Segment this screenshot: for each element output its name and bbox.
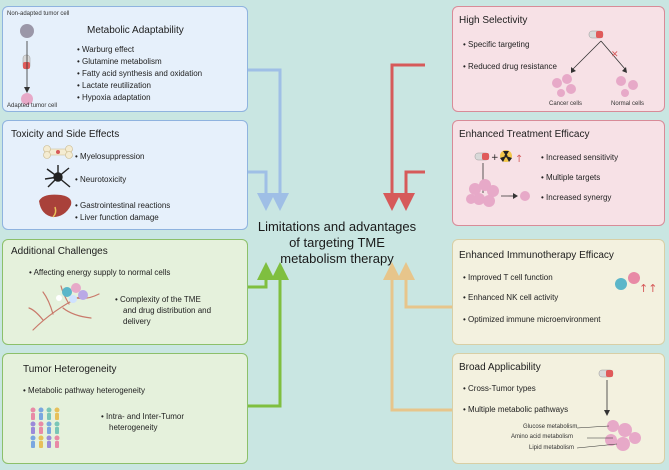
broad-item-2: Multiple metabolic pathways: [463, 405, 568, 415]
cancer-cells-icon: [552, 74, 576, 97]
people-illustration: [30, 407, 60, 448]
t-cell-icon: [615, 278, 627, 290]
tme-cell-2: [71, 283, 81, 293]
tme-cell-3: [78, 290, 88, 300]
adaptation-illustration: [20, 24, 34, 105]
immuno-item-2: Enhanced NK cell activity: [463, 293, 558, 303]
treatment-efficacy-box: Enhanced Treatment Efficacy + ↑ Increase…: [452, 120, 665, 226]
drug-capsule-icon: [474, 152, 490, 161]
tme-cell-1: [62, 287, 72, 297]
efficacy-item-2: Multiple targets: [541, 173, 600, 183]
non-adapted-label: Non-adapted tumor cell: [7, 11, 70, 17]
glucose-metabolism-label: Glucose metabolism: [523, 424, 578, 430]
selectivity-item-2: Reduced drug resistance: [463, 62, 557, 72]
center-title: Limitations and advantages of targeting …: [232, 219, 442, 267]
metabolic-item-4: Lactate reutilization: [77, 81, 151, 91]
immune-cells-illustration: ↑↑: [615, 272, 657, 295]
up-arrow-icon: ↑: [515, 154, 523, 165]
drug-capsule-icon: [598, 369, 614, 378]
adapted-label: Adapted tumor cell: [7, 103, 58, 109]
heterogeneity-item-1: Metabolic pathway heterogeneity: [23, 386, 145, 396]
amino-acid-metabolism-label: Amino acid metabolism: [511, 434, 574, 440]
toxicity-item-2: Neurotoxicity: [75, 175, 126, 185]
center-title-line-2: of targeting TME: [289, 235, 385, 250]
additional-item-2-cont2: delivery: [123, 317, 151, 326]
arrow-immuno: [397, 262, 452, 309]
center-title-line-3: metabolism therapy: [280, 251, 394, 266]
tumor-mass-icon: [466, 179, 499, 207]
heterogeneity-title: Tumor Heterogeneity: [23, 364, 117, 375]
additional-challenges-box: Additional Challenges Affecting energy s…: [2, 239, 248, 345]
tumor-cells-icon: [605, 420, 641, 451]
heterogeneity-item-2: Intra- and Inter-Tumor: [101, 412, 184, 422]
broad-item-1: Cross-Tumor types: [463, 384, 536, 394]
high-selectivity-box: High Selectivity Specific targeting Redu…: [452, 6, 665, 112]
arrow-heterogeneity: [248, 262, 289, 408]
normal-cells-label: Normal cells: [611, 101, 645, 107]
metabolic-item-5: Hypoxia adaptation: [77, 93, 151, 103]
selectivity-title: High Selectivity: [459, 15, 528, 26]
metabolic-adaptability-box: Non-adapted tumor cell Adapted tumor cel…: [2, 6, 248, 112]
shrunk-tumor-icon: [520, 191, 530, 201]
increase-arrows-icon: ↑↑: [639, 282, 657, 295]
lipid-metabolism-label: Lipid metabolism: [529, 445, 575, 451]
arrow-broad: [383, 262, 452, 412]
block-mark: ✕: [611, 50, 619, 60]
normal-cells-icon: [616, 76, 638, 97]
broad-applicability-box: Broad Applicability Cross-Tumor types Mu…: [452, 353, 665, 464]
heterogeneity-item-2-cont: heterogeneity: [109, 423, 158, 432]
toxicity-item-4: Liver function damage: [75, 213, 159, 223]
tme-cell-4: [69, 295, 77, 303]
immuno-item-1: Improved T cell function: [463, 273, 553, 283]
svg-text:+: +: [491, 153, 499, 163]
cancer-cells-label: Cancer cells: [549, 101, 583, 107]
arrow-metabolic: [248, 68, 289, 211]
selectivity-illustration: ✕: [552, 30, 638, 97]
people-icons: [30, 407, 60, 448]
bone-icon: [43, 145, 73, 159]
metabolic-item-2: Glutamine metabolism: [77, 57, 162, 67]
toxicity-title: Toxicity and Side Effects: [11, 129, 120, 140]
tumor-heterogeneity-box: Tumor Heterogeneity Metabolic pathway he…: [2, 353, 248, 464]
center-title-line-1: Limitations and advantages: [257, 219, 417, 234]
toxicity-illustrations: [39, 145, 73, 218]
additional-title: Additional Challenges: [11, 246, 108, 257]
toxicity-box: Toxicity and Side Effects Myelosuppr: [2, 120, 248, 230]
toxicity-item-1: Myelosuppression: [75, 152, 144, 162]
efficacy-item-3: Increased synergy: [541, 193, 611, 203]
arrow-selectivity: [383, 63, 425, 211]
nk-cell-icon: [628, 272, 640, 284]
additional-item-2-cont: and drug distribution and: [123, 306, 212, 315]
immuno-item-3: Optimized immune microenvironment: [463, 315, 601, 325]
tme-cell-5: [56, 295, 62, 301]
additional-item-2: Complexity of the TME: [115, 295, 201, 305]
arrow-efficacy: [397, 170, 425, 211]
metabolic-title: Metabolic Adaptability: [87, 25, 184, 36]
immunotherapy-efficacy-box: Enhanced Immunotherapy Efficacy Improved…: [452, 239, 665, 345]
broad-title: Broad Applicability: [459, 362, 541, 373]
pathways-illustration: [576, 369, 641, 451]
vasculature-illustration: [28, 283, 100, 331]
neuron-icon: [44, 165, 71, 188]
metabolic-item-3: Fatty acid synthesis and oxidation: [77, 69, 202, 79]
metabolic-item-1: Warburg effect: [77, 45, 134, 55]
arrow-toxicity: [248, 170, 275, 211]
radiation-icon: [500, 150, 512, 162]
drug-capsule-icon: [588, 30, 604, 39]
selectivity-item-1: Specific targeting: [463, 40, 529, 50]
immuno-title: Enhanced Immunotherapy Efficacy: [459, 250, 614, 261]
toxicity-item-3: Gastrointestinal reactions: [75, 201, 170, 211]
non-adapted-cell-icon: [20, 24, 34, 38]
arrow-additional: [248, 262, 275, 289]
liver-icon: [39, 194, 72, 218]
efficacy-title: Enhanced Treatment Efficacy: [459, 129, 590, 140]
efficacy-illustration: + ↑: [466, 150, 530, 207]
adapted-cell-icon: [21, 93, 33, 105]
additional-item-1: Affecting energy supply to normal cells: [29, 268, 171, 278]
efficacy-item-1: Increased sensitivity: [541, 153, 618, 163]
